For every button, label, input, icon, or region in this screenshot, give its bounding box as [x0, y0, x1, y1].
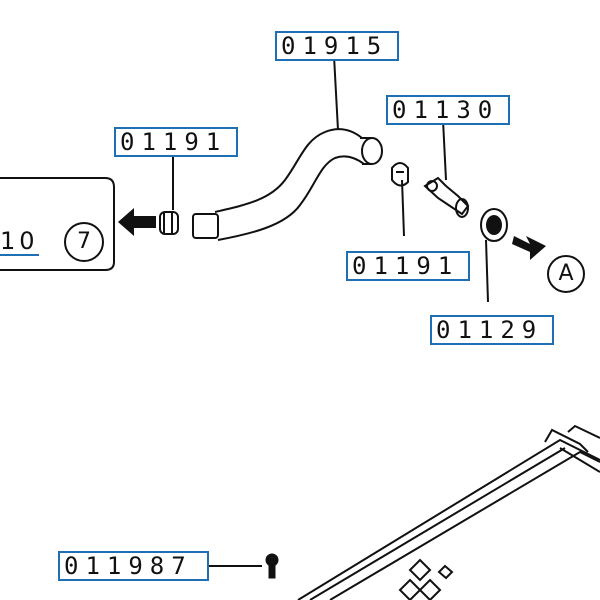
- callout-a-label[interactable]: A: [558, 261, 574, 286]
- callout-circle-a: [547, 255, 585, 293]
- grommet: [480, 208, 508, 242]
- arrow-to-a-icon: [512, 236, 546, 260]
- part-label-011987[interactable]: 011987: [58, 551, 209, 581]
- part-label-01191-left[interactable]: 01191: [114, 127, 238, 157]
- part-label-01191-right[interactable]: 01191: [346, 251, 470, 281]
- brand-logo-icon: [398, 558, 454, 600]
- left-arrow-icon: [118, 208, 156, 236]
- reference-panel: [0, 177, 115, 271]
- part-label-01915[interactable]: 01915: [275, 31, 399, 61]
- reference-circle-7: [64, 222, 104, 262]
- reference-number: 10: [0, 227, 39, 256]
- lower-panel: [297, 424, 600, 600]
- hose-clamp-left: [159, 211, 179, 235]
- fitting: [423, 176, 470, 218]
- part-label-01130[interactable]: 01130: [386, 95, 510, 125]
- part-label-01129[interactable]: 01129: [430, 315, 554, 345]
- hose: [192, 128, 383, 241]
- reference-circle-label[interactable]: 7: [77, 229, 91, 254]
- bolt: [265, 553, 279, 579]
- hose-clamp-right: [391, 162, 409, 187]
- leader-lines: [172, 55, 489, 567]
